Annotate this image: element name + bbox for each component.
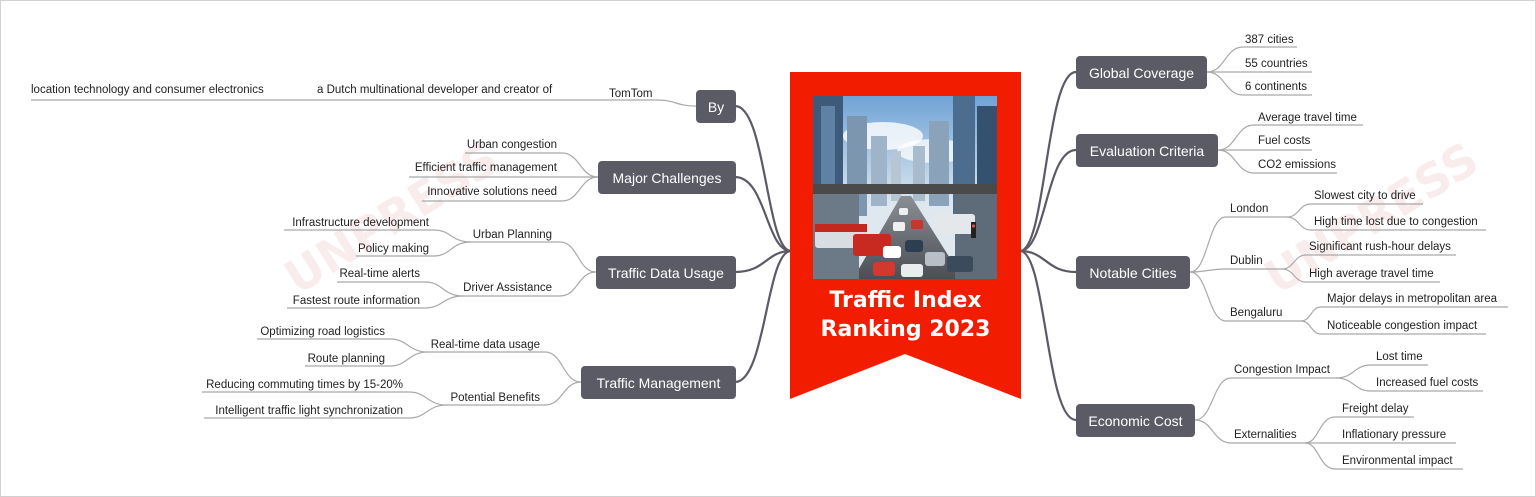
leaf-policy-making[interactable]: Policy making xyxy=(358,243,429,255)
leaf-inflationary-pressure[interactable]: Inflationary pressure xyxy=(1342,429,1447,441)
link-global-coverage xyxy=(1019,70,1077,253)
leaf-co2-emissions[interactable]: CO2 emissions xyxy=(1258,159,1336,171)
leaf-route-planning[interactable]: Route planning xyxy=(307,353,385,365)
branch-notable-cities[interactable]: Notable Cities xyxy=(1076,256,1190,289)
sub-driver-assistance[interactable]: Driver Assistance xyxy=(463,282,552,294)
leaf-fastest-route-information[interactable]: Fastest route information xyxy=(292,295,420,307)
leaf-387-cities[interactable]: 387 cities xyxy=(1245,34,1294,46)
leaf-high-time-lost[interactable]: High time lost due to congestion xyxy=(1314,216,1478,228)
branch-by[interactable]: By xyxy=(696,90,736,123)
link-traffic-data-usage xyxy=(734,249,792,274)
branch-economic-cost[interactable]: Economic Cost xyxy=(1076,404,1195,437)
branch-traffic-data-usage[interactable]: Traffic Data Usage xyxy=(596,256,736,289)
leaf-55-countries[interactable]: 55 countries xyxy=(1245,58,1308,70)
leaf-tomtom-description-1[interactable]: a Dutch multinational developer and crea… xyxy=(317,84,553,96)
leaf-tomtom[interactable]: TomTom xyxy=(609,88,653,100)
leaf-average-travel-time[interactable]: Average travel time xyxy=(1258,112,1357,124)
sub-bengaluru[interactable]: Bengaluru xyxy=(1230,307,1283,319)
link-notable-cities xyxy=(1019,249,1077,274)
leaf-freight-delay[interactable]: Freight delay xyxy=(1342,403,1409,415)
leaf-environmental-impact[interactable]: Environmental impact xyxy=(1342,455,1453,467)
traffic-city-image xyxy=(813,96,997,279)
central-topic[interactable]: Traffic Index Ranking 2023 xyxy=(790,72,1021,399)
leaf-lost-time[interactable]: Lost time xyxy=(1376,351,1423,363)
leaf-increased-fuel-costs[interactable]: Increased fuel costs xyxy=(1376,377,1479,389)
sub-congestion-impact[interactable]: Congestion Impact xyxy=(1234,364,1330,376)
leaf-fuel-costs[interactable]: Fuel costs xyxy=(1258,135,1311,147)
branch-evaluation-criteria[interactable]: Evaluation Criteria xyxy=(1076,134,1218,167)
leaf-significant-rush-hour-delays[interactable]: Significant rush-hour delays xyxy=(1309,241,1451,253)
leaf-real-time-alerts[interactable]: Real-time alerts xyxy=(339,268,420,280)
leaf-urban-congestion[interactable]: Urban congestion xyxy=(466,139,557,151)
leaf-tomtom-description-2[interactable]: location technology and consumer electro… xyxy=(31,84,264,96)
link-major-challenges xyxy=(734,175,792,253)
sub-externalities[interactable]: Externalities xyxy=(1234,429,1297,441)
branch-major-challenges[interactable]: Major Challenges xyxy=(598,161,736,194)
branch-traffic-management[interactable]: Traffic Management xyxy=(581,366,736,399)
leaf-links xyxy=(31,46,1508,470)
leaf-noticeable-congestion-impact[interactable]: Noticeable congestion impact xyxy=(1327,320,1478,332)
leaf-optimizing-road-logistics[interactable]: Optimizing road logistics xyxy=(260,326,385,338)
link-by xyxy=(734,104,792,253)
central-title: Traffic Index Ranking 2023 xyxy=(790,286,1021,344)
sub-dublin[interactable]: Dublin xyxy=(1230,255,1263,267)
leaf-reducing-commuting-times[interactable]: Reducing commuting times by 15-20% xyxy=(206,379,403,391)
link-evaluation-criteria xyxy=(1019,148,1077,253)
leaf-innovative-solutions-need[interactable]: Innovative solutions need xyxy=(427,186,557,198)
leaf-major-delays-metropolitan[interactable]: Major delays in metropolitan area xyxy=(1327,293,1498,305)
sub-urban-planning[interactable]: Urban Planning xyxy=(472,229,552,241)
central-title-line-2: Ranking 2023 xyxy=(820,317,991,342)
leaf-intelligent-traffic-light-sync[interactable]: Intelligent traffic light synchronizatio… xyxy=(215,405,403,417)
branch-global-coverage[interactable]: Global Coverage xyxy=(1076,56,1207,89)
link-traffic-management xyxy=(734,249,792,384)
leaf-slowest-city-to-drive[interactable]: Slowest city to drive xyxy=(1314,190,1416,202)
central-title-line-1: Traffic Index xyxy=(829,288,982,313)
sub-potential-benefits[interactable]: Potential Benefits xyxy=(450,392,540,404)
link-economic-cost xyxy=(1019,249,1077,422)
leaf-high-average-travel-time[interactable]: High average travel time xyxy=(1309,268,1434,280)
leaf-infrastructure-development[interactable]: Infrastructure development xyxy=(292,217,429,229)
sub-london[interactable]: London xyxy=(1230,203,1269,215)
leaf-6-continents[interactable]: 6 continents xyxy=(1245,81,1308,93)
sub-real-time-data-usage[interactable]: Real-time data usage xyxy=(430,339,540,351)
main-branch-links xyxy=(734,70,1077,422)
leaf-efficient-traffic-management[interactable]: Efficient traffic management xyxy=(414,162,557,174)
